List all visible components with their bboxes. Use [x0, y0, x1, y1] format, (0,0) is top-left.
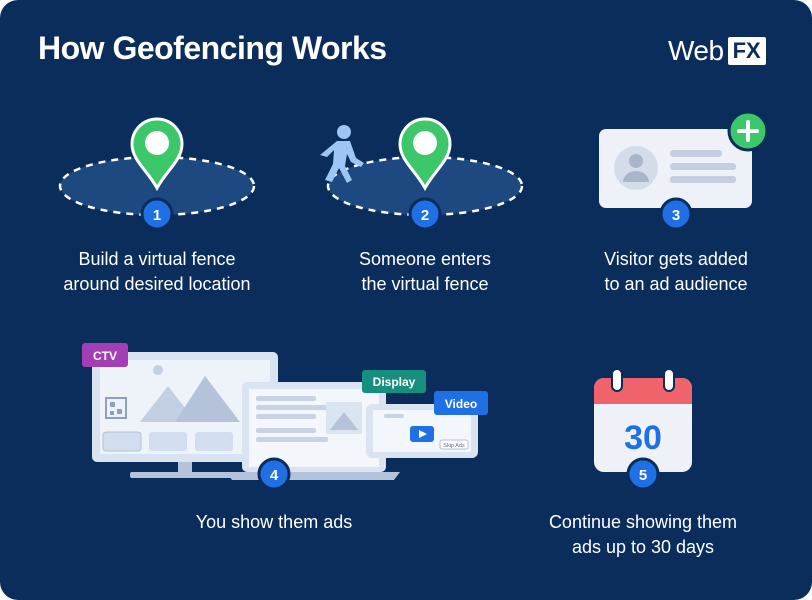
add-icon — [727, 110, 769, 152]
page-title: How Geofencing Works — [38, 30, 387, 66]
caption-line: to an ad audience — [604, 274, 748, 294]
step-4-devices-illustration: CTV Display — [82, 343, 488, 491]
step-number: 5 — [639, 467, 647, 484]
step-badge — [140, 197, 174, 231]
display-tag — [362, 370, 426, 393]
step-4-caption: You show them ads — [164, 510, 384, 535]
step-number: 1 — [153, 207, 161, 224]
step-3-audience-illustration: 3 — [599, 110, 769, 231]
step-number: 3 — [672, 207, 680, 224]
step-2-caption: Someone enters the virtual fence — [315, 247, 535, 297]
caption-line: Build a virtual fence — [78, 249, 236, 269]
step-5-caption: Continue showing them ads up to 30 days — [523, 510, 763, 560]
display-label: Display — [373, 375, 416, 389]
step-number: 4 — [270, 467, 279, 484]
map-pin-icon — [398, 117, 452, 192]
step-number: 2 — [421, 207, 429, 224]
ctv-label: CTV — [93, 349, 117, 363]
video-label: Video — [445, 397, 477, 411]
video-tag — [434, 391, 488, 415]
step-badge — [659, 197, 693, 231]
map-pin-icon — [130, 117, 184, 192]
walking-person-icon — [320, 125, 364, 183]
avatar-icon — [614, 146, 658, 190]
laptop-icon — [226, 382, 400, 480]
phone-icon: Skip Ads — [366, 404, 478, 458]
caption-line: ads up to 30 days — [571, 537, 715, 557]
caption-line: You show them ads — [195, 512, 353, 532]
ctv-tag — [82, 343, 128, 367]
step-badge — [408, 197, 442, 231]
tv-icon — [92, 352, 278, 478]
step-badge — [257, 457, 291, 491]
step-badge — [626, 457, 660, 491]
calendar-day: 30 — [624, 419, 662, 457]
step-2-enter-illustration: 2 — [320, 117, 524, 231]
caption-line: around desired location — [63, 274, 251, 294]
webfx-logo: Web FX — [668, 35, 766, 66]
step-5-calendar-illustration: 30 5 — [594, 368, 692, 491]
skip-ads-label: Skip Ads — [443, 443, 465, 449]
logo-text: Web — [668, 35, 724, 66]
step-3-caption: Visitor gets added to an ad audience — [566, 247, 786, 297]
caption-line: Continue showing them — [548, 512, 738, 532]
calendar-icon: 30 — [594, 368, 692, 472]
logo-mark: FX — [727, 37, 766, 65]
qr-code-icon — [105, 397, 127, 419]
step-1-geofence-illustration: 1 — [58, 117, 256, 231]
caption-line: the virtual fence — [361, 274, 489, 294]
caption-line: Visitor gets added — [604, 249, 748, 269]
step-1-caption: Build a virtual fence around desired loc… — [47, 247, 267, 297]
caption-line: Someone enters — [358, 249, 492, 269]
play-icon — [410, 426, 434, 442]
